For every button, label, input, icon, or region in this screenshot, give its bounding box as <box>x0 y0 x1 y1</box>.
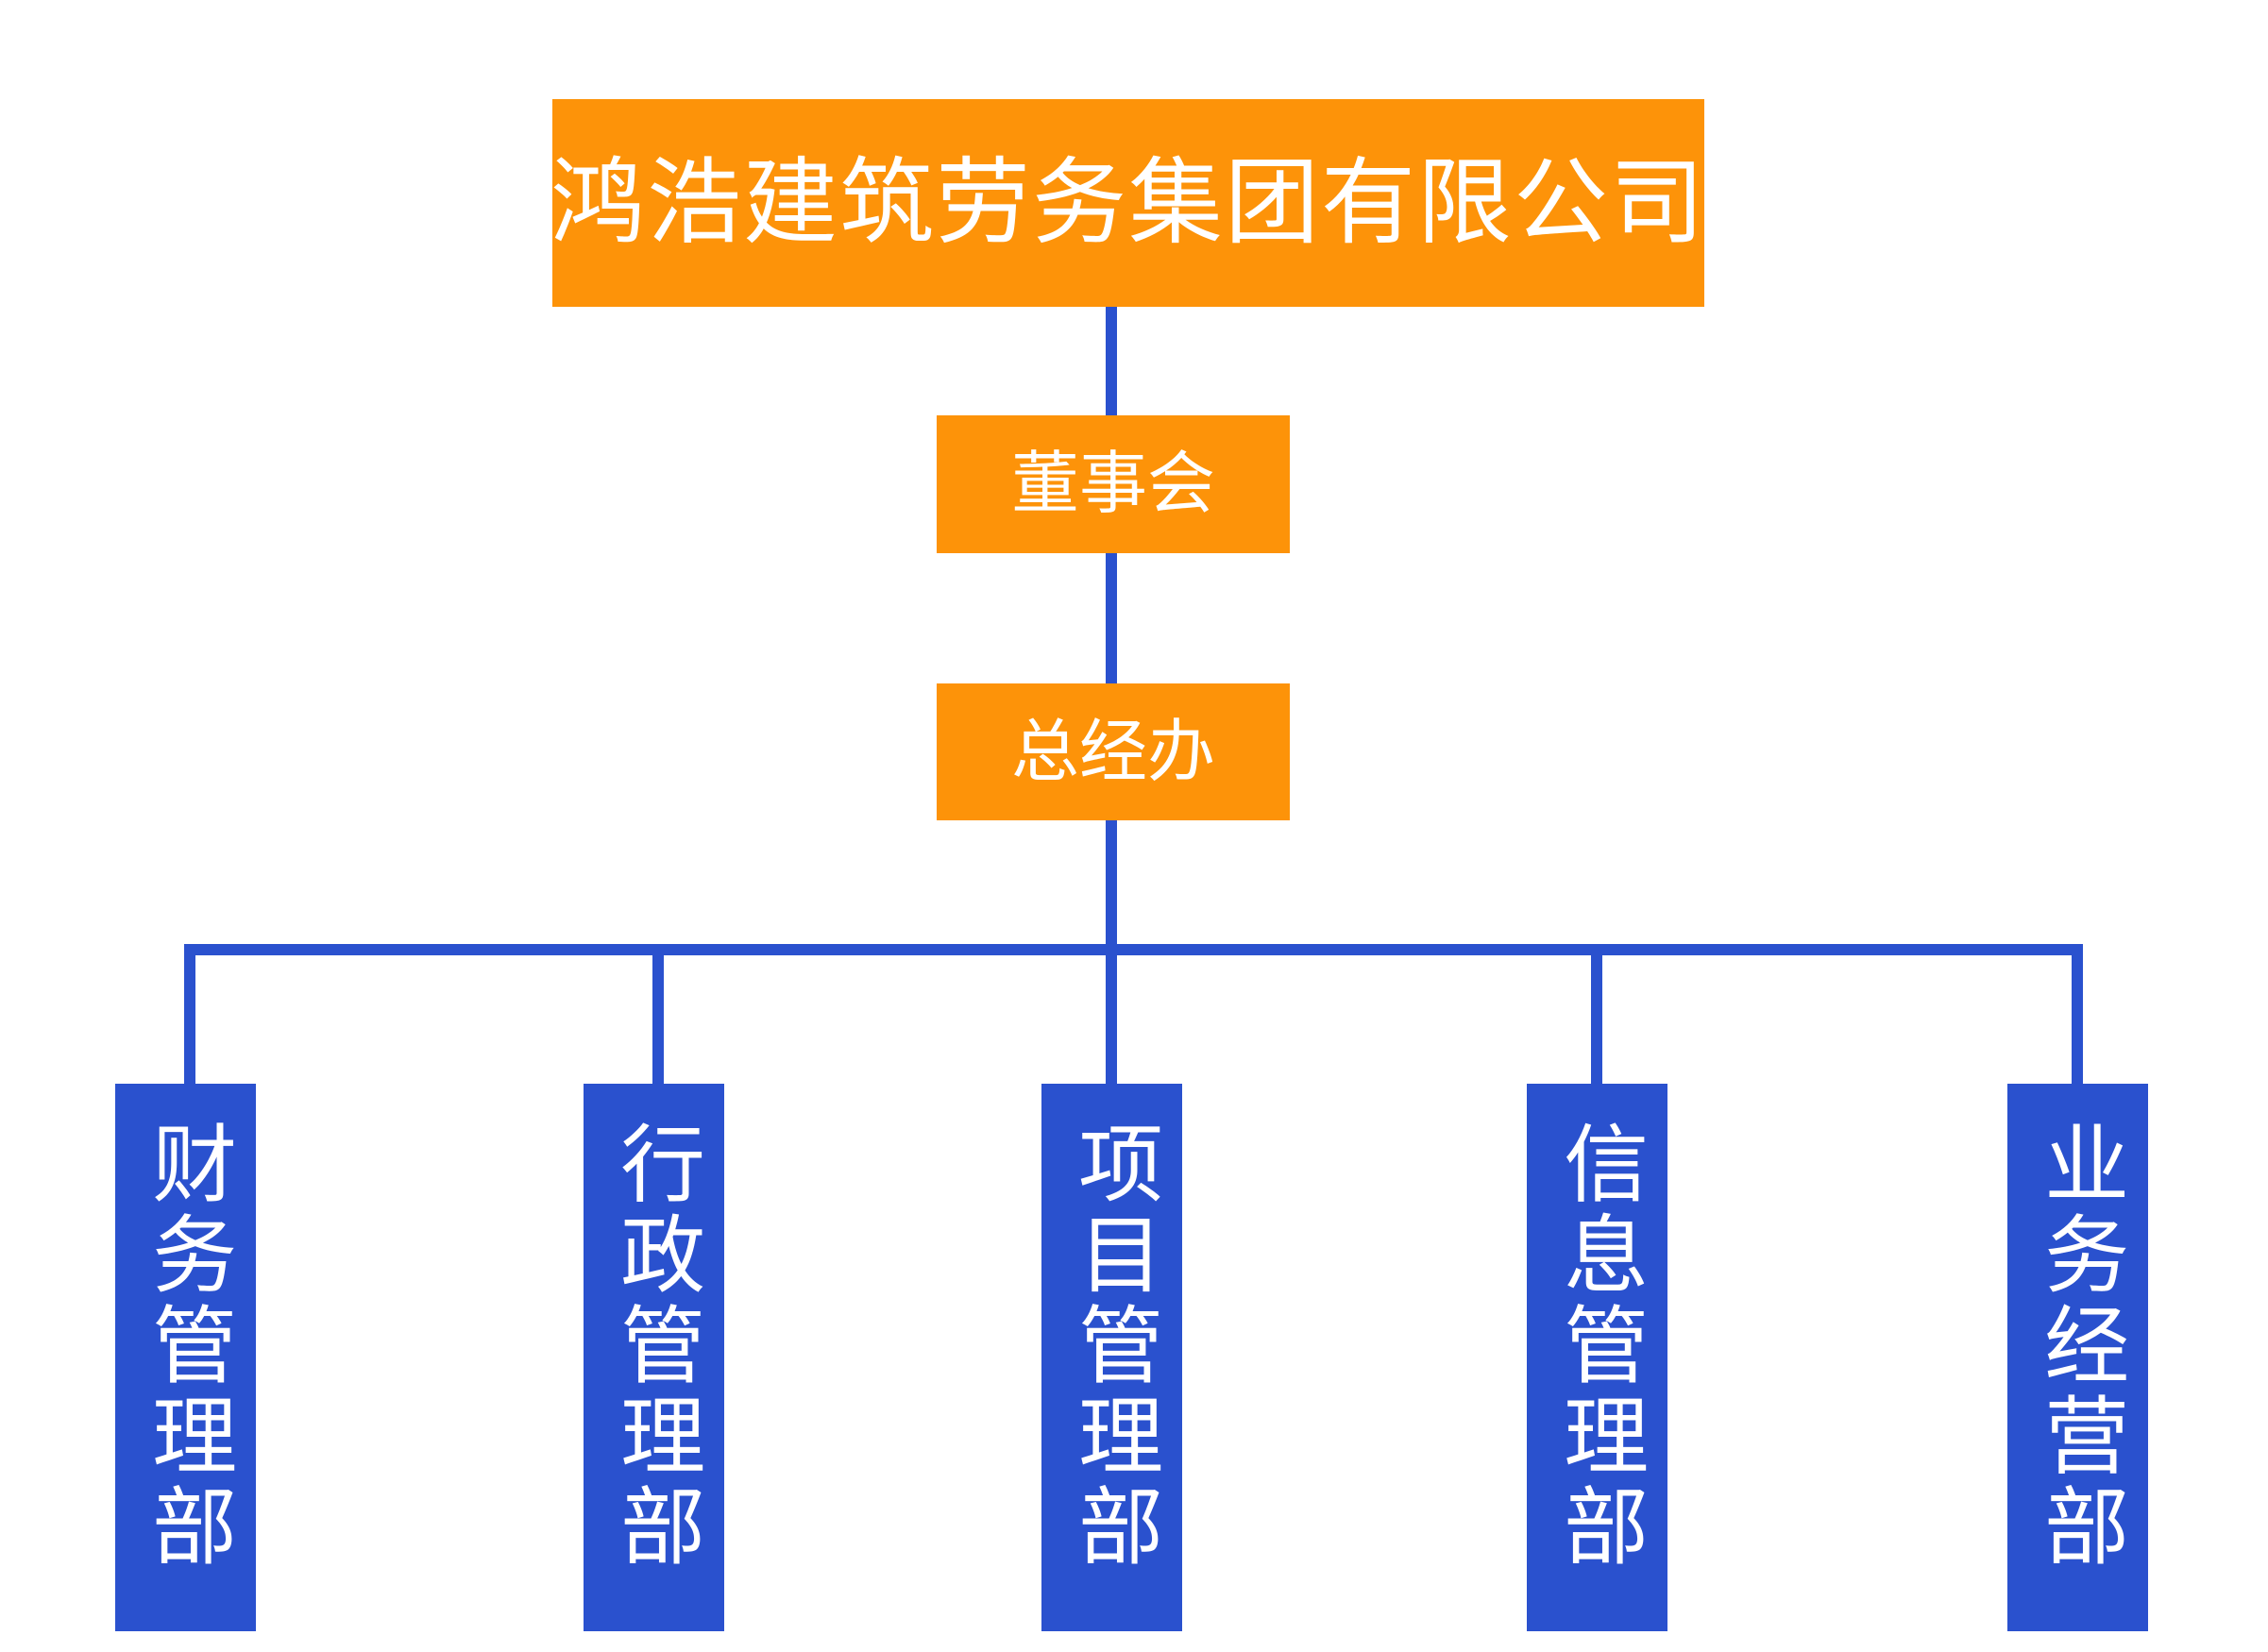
connector-horizontal-bus <box>184 944 2083 955</box>
connector-bus-to-dept-4 <box>1591 944 1602 1087</box>
node-dept-administration[interactable]: 行政管理部 <box>584 1084 724 1631</box>
dept-label-business: 业务经营部 <box>2031 1120 2126 1573</box>
node-company-root[interactable]: 鸿浩建筑劳务集团有限公司 <box>550 99 1704 307</box>
node-dept-business[interactable]: 业务经营部 <box>2007 1084 2148 1631</box>
connector-bus-to-dept-3 <box>1106 944 1117 1087</box>
node-dept-information[interactable]: 信息管理部 <box>1527 1084 1667 1631</box>
node-board-of-directors[interactable]: 董事会 <box>937 415 1290 553</box>
node-dept-project[interactable]: 项目管理部 <box>1041 1084 1182 1631</box>
connector-bus-to-dept-5 <box>2072 944 2083 1087</box>
dept-label-project: 项目管理部 <box>1065 1120 1160 1573</box>
dept-label-information: 信息管理部 <box>1550 1120 1646 1573</box>
node-dept-finance[interactable]: 财务管理部 <box>115 1084 256 1631</box>
connector-bus-to-dept-2 <box>652 944 664 1087</box>
dept-label-administration: 行政管理部 <box>607 1120 702 1573</box>
node-general-manager-office[interactable]: 总经办 <box>937 683 1290 820</box>
connector-board-to-gm <box>1106 553 1117 685</box>
connector-bus-to-dept-1 <box>184 944 195 1087</box>
connector-root-to-board <box>1106 307 1117 418</box>
dept-label-finance: 财务管理部 <box>139 1120 234 1573</box>
